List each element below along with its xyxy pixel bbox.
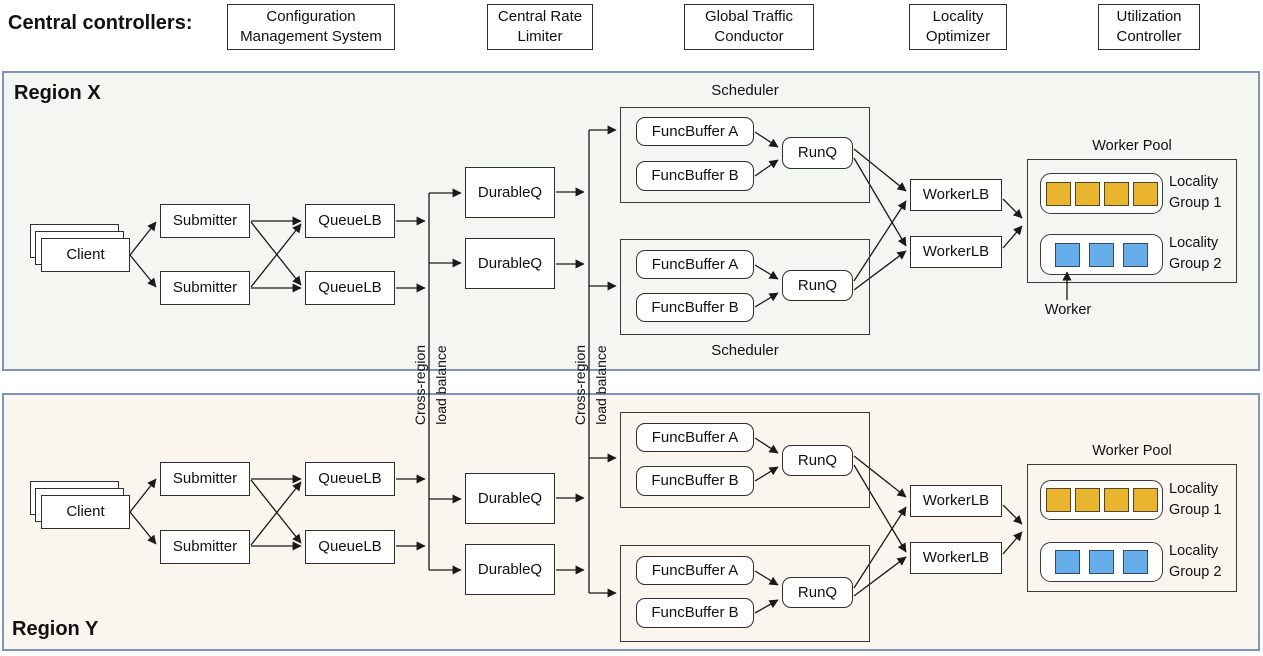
locality-group-1-container (1040, 480, 1163, 520)
submitter-box-1: Submitter (160, 204, 250, 238)
runq-box-1: RunQ (782, 137, 853, 169)
runq-box-1: RunQ (782, 445, 853, 476)
worker-square-orange (1132, 488, 1158, 512)
controller-box-locality-optimizer: Locality Optimizer (909, 4, 1007, 50)
locality-group-2-label: Locality Group 2 (1169, 543, 1222, 580)
worker-square-blue (1089, 242, 1114, 267)
worker-square-blue (1123, 242, 1148, 267)
central-controllers-title: Central controllers: (8, 12, 193, 34)
scheduler-label-2: Scheduler (711, 342, 779, 359)
client-box: Client (41, 238, 130, 272)
funcbuffer-b-box-1: FuncBuffer B (636, 466, 754, 496)
durableq-box-2: DurableQ (465, 544, 555, 595)
locality-group-2-container (1040, 234, 1163, 275)
controller-box-utilization-controller: Utilization Controller (1098, 4, 1200, 50)
queuelb-box-2: QueueLB (305, 530, 395, 564)
region-x-title: Region X (14, 82, 101, 104)
cross-region-label-1: Cross-region (412, 344, 428, 426)
scheduler-label-1: Scheduler (711, 82, 779, 99)
worker-square-orange (1045, 488, 1071, 512)
worker-square-orange (1074, 488, 1100, 512)
workerlb-box-2: WorkerLB (910, 542, 1002, 574)
locality-group-1-label: Locality Group 1 (1169, 481, 1222, 518)
workerlb-box-2: WorkerLB (910, 236, 1002, 268)
controller-box-global-traffic-conductor: Global Traffic Conductor (684, 4, 814, 50)
worker-square-orange (1074, 181, 1100, 206)
load-balance-label-2: load balance (593, 345, 609, 425)
worker-pool-frame (1027, 159, 1237, 283)
locality-group-2-container (1040, 542, 1163, 582)
worker-square-blue (1055, 550, 1080, 574)
queuelb-box-1: QueueLB (305, 462, 395, 496)
queuelb-box-2: QueueLB (305, 271, 395, 305)
worker-pool-frame (1027, 464, 1237, 592)
worker-square-orange (1103, 488, 1129, 512)
worker-square-blue (1089, 550, 1114, 574)
submitter-box-1: Submitter (160, 462, 250, 496)
submitter-box-2: Submitter (160, 271, 250, 305)
worker-pool-label: Worker Pool (1092, 138, 1172, 154)
funcbuffer-a-box-2: FuncBuffer A (636, 556, 754, 585)
funcbuffer-b-box-2: FuncBuffer B (636, 598, 754, 628)
worker-square-blue (1055, 242, 1080, 267)
queuelb-box-1: QueueLB (305, 204, 395, 238)
funcbuffer-a-box-2: FuncBuffer A (636, 250, 754, 279)
submitter-box-2: Submitter (160, 530, 250, 564)
worker-square-orange (1132, 181, 1158, 206)
controller-box-central-rate-limiter: Central Rate Limiter (487, 4, 593, 50)
funcbuffer-a-box-1: FuncBuffer A (636, 117, 754, 146)
durableq-box-1: DurableQ (465, 167, 555, 218)
funcbuffer-b-box-1: FuncBuffer B (636, 161, 754, 191)
worker-square-orange (1103, 181, 1129, 206)
worker-callout-label: Worker (1044, 302, 1092, 318)
cross-region-label-2: Cross-region (572, 344, 588, 426)
funcbuffer-a-box-1: FuncBuffer A (636, 423, 754, 452)
region-y-panel (2, 393, 1260, 651)
runq-box-2: RunQ (782, 270, 853, 301)
worker-square-blue (1123, 550, 1148, 574)
funcbuffer-b-box-2: FuncBuffer B (636, 293, 754, 322)
workerlb-box-1: WorkerLB (910, 485, 1002, 517)
locality-group-2-label: Locality Group 2 (1169, 235, 1222, 272)
locality-group-1-label: Locality Group 1 (1169, 174, 1222, 211)
durableq-box-2: DurableQ (465, 238, 555, 289)
durableq-box-1: DurableQ (465, 473, 555, 524)
load-balance-label-1: load balance (433, 345, 449, 425)
client-box: Client (41, 495, 130, 529)
workerlb-box-1: WorkerLB (910, 179, 1002, 211)
worker-pool-label: Worker Pool (1092, 443, 1172, 459)
runq-box-2: RunQ (782, 577, 853, 608)
controller-box-configuration-management-system: Configuration Management System (227, 4, 395, 50)
region-y-title: Region Y (12, 618, 99, 640)
worker-square-orange (1045, 181, 1071, 206)
locality-group-1-container (1040, 173, 1163, 214)
